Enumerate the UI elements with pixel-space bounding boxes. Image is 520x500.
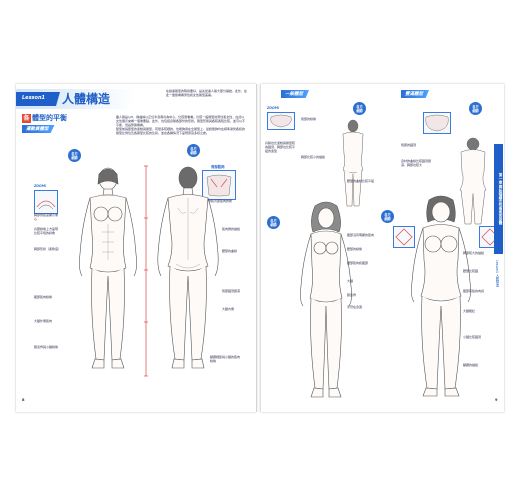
page-number-left: 8 (22, 398, 25, 402)
chest-inset-b-art (395, 228, 413, 246)
title-banner (16, 89, 136, 109)
note-a7: 腰部肌肉和腹部 (347, 261, 369, 265)
right-page: 一般體型 豐滿體型 各方細節 各方細節 各方細節 各方細節 ZOOM! (261, 84, 504, 412)
note-a1: 臀部的線條 (301, 117, 317, 121)
note-b4: 腰部比較圓 (463, 269, 479, 273)
intro-text: 在繪畫體型的時候要好，是先從畫人體大部分開始，此外，在此一章節看看男性和女性體型… (166, 89, 248, 97)
chest-inset (34, 190, 58, 214)
section-pill-b: 豐滿體型 (401, 90, 429, 98)
body-text: 雖人體是以H，稱曲線以正位半身兩肩為中心，比較量看看。比較一般體型的男性和女性，… (116, 115, 246, 127)
front-figure-a (300, 201, 352, 398)
note-a4: 腰部的曲線比較平緩 (347, 179, 375, 183)
butt-inset-a-art (270, 114, 292, 128)
note-b3: 胸部較大的描繪 (463, 251, 485, 255)
note-4: 腹部肌肉線條 (34, 295, 53, 299)
note-7: 肌肉群的描繪 (222, 227, 241, 231)
note-a6: 腰部的線條 (347, 247, 363, 251)
note-b2: 身材的曲線比較圓潤飽滿，胸部也較大 (401, 159, 432, 167)
note-b1: 臀部的圓潤 (401, 143, 417, 147)
note-b6: 大腿粗壯 (463, 309, 476, 313)
front-figure (79, 167, 137, 369)
note-a8: 大腿 (347, 279, 354, 283)
section-pill: 運動員體型 (22, 125, 55, 133)
book-gutter (256, 84, 261, 412)
lesson-label: Lesson1 (22, 95, 46, 101)
note-a9: 膝蓋骨 (347, 293, 357, 297)
note-2: 肩頸線條上方呈現比較平坦的斜角 (34, 227, 59, 235)
zoom-label: ZOOM! (34, 184, 47, 188)
note-5: 大腿外側肌肉 (34, 319, 53, 323)
note-b7: 小腿比較圓潤 (463, 335, 482, 339)
butt-inset-a (267, 112, 295, 130)
page-title: 人體構造 (62, 92, 111, 106)
butt-inset-b-art (425, 114, 449, 132)
back-inset (202, 170, 236, 200)
detail-badge-a2: 各方細節 (267, 216, 280, 229)
heading-badge: 各 (22, 114, 31, 123)
note-8: 腰部的曲線 (222, 249, 238, 253)
back-figure-a (342, 119, 364, 207)
body-text-2: 雙型前與雙型的運動員體型，有很多較細的，也能夠用在全體型上，最終能夠均在標準姿勢… (116, 127, 246, 135)
chapter-tab: 第一章 開始描繪女性角色的身體 (494, 144, 503, 254)
chapter-tab-sub: Lesson1 人體構造 (495, 260, 499, 287)
back-inset-art (206, 174, 232, 197)
front-figure-b (411, 195, 471, 397)
note-3: 胸部形狀（柔軟度） (34, 247, 62, 251)
note-b5: 腹部有些許肉感 (463, 289, 485, 293)
note-a3: 胸部比較小的描繪 (301, 155, 326, 159)
detail-badge-a1: 各方細節 (353, 102, 366, 115)
note-a2: 肩膀也比運動員體型較為圓潤，胸部也比較平緩的造型 (265, 141, 296, 153)
note-1: 胸部的弧度顯示重心 (34, 213, 59, 221)
section-pill-a: 一般體型 (281, 90, 309, 98)
note-a5: 腹部沒有明顯的肌肉 (347, 233, 375, 237)
measure-line (144, 165, 148, 377)
chest-inset-b (393, 226, 415, 248)
chest-inset-art (36, 200, 56, 210)
page-number-right: 9 (495, 398, 498, 402)
note-9: 臀部圓潤飽滿 (222, 289, 241, 293)
left-page: Lesson1 人體構造 在繪畫體型的時候要好，是先從畫人體大部分開始，此外，在… (16, 84, 256, 412)
detail-badge-b1: 各方細節 (469, 102, 482, 115)
detail-badge-1: 各方細節 (68, 149, 81, 162)
detail-badge-2: 各方細節 (187, 144, 200, 157)
note-a10: 手臂在身邊 (347, 305, 363, 309)
zoom-label-right: ZOOM! (267, 106, 280, 110)
section-heading: 體型的平衡 (32, 114, 67, 122)
back-figure-b (459, 137, 487, 225)
butt-inset-b (423, 112, 451, 134)
note-10: 大腿內側 (222, 307, 235, 311)
note-6: 膝蓋骨與小腿線條 (34, 345, 59, 349)
note-11: 腳踝細節與小腿的肌肉線條 (210, 355, 241, 363)
back-figure (157, 166, 219, 369)
note-b8: 腳踝的描繪 (463, 363, 479, 367)
back-label: 背部肌肉 (211, 165, 225, 169)
detail-badge-b2: 各方細節 (381, 210, 394, 223)
